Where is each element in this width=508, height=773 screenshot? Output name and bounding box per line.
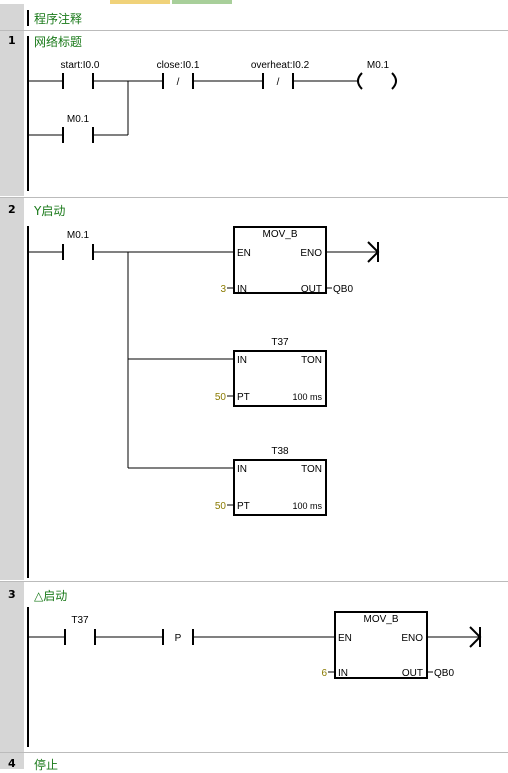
network-title[interactable]: △启动 bbox=[34, 589, 68, 603]
separator bbox=[0, 197, 508, 198]
contact-label: T37 bbox=[71, 615, 89, 626]
pt-pin: PT bbox=[237, 392, 250, 403]
out-value[interactable]: QB0 bbox=[333, 284, 353, 295]
network-2-ladder: M0.1 MOV_B EN ENO 3 IN OUT QB0 T37 IN TO… bbox=[27, 226, 380, 578]
gutter-network-3 bbox=[0, 582, 24, 752]
contact-symbol: / bbox=[177, 77, 180, 88]
contact-label: M0.1 bbox=[67, 114, 90, 125]
separator bbox=[0, 752, 508, 753]
edge-symbol: P bbox=[175, 633, 182, 644]
tab-2[interactable] bbox=[172, 0, 232, 4]
gutter-network-4 bbox=[0, 753, 24, 769]
timer-t37-box[interactable] bbox=[233, 350, 327, 407]
network-number: 1 bbox=[8, 34, 16, 47]
separator bbox=[0, 581, 508, 582]
contact-label: start:I0.0 bbox=[61, 60, 100, 71]
pt-pin: PT bbox=[237, 501, 250, 512]
comment-bar bbox=[27, 10, 29, 26]
gutter-comment bbox=[0, 4, 24, 30]
mov-b-box[interactable] bbox=[334, 611, 428, 679]
timer-resolution: 100 ms bbox=[292, 392, 322, 402]
separator bbox=[0, 30, 508, 31]
in-pin: IN bbox=[237, 464, 247, 475]
contact-label: overheat:I0.2 bbox=[251, 60, 310, 71]
network-title[interactable]: 停止 bbox=[34, 758, 59, 772]
timer-type: TON bbox=[301, 355, 322, 366]
timer-type: TON bbox=[301, 464, 322, 475]
network-3-ladder: T37 P MOV_B EN ENO 6 IN OUT QB0 bbox=[27, 607, 482, 747]
timer-name: T38 bbox=[271, 446, 289, 457]
pt-value[interactable]: 50 bbox=[215, 501, 227, 512]
network-number: 3 bbox=[8, 588, 16, 601]
coil-m0-1[interactable] bbox=[357, 72, 363, 90]
en-pin: EN bbox=[237, 248, 251, 259]
gutter-network-2 bbox=[0, 198, 24, 580]
out-pin: OUT bbox=[402, 668, 423, 679]
timer-resolution: 100 ms bbox=[292, 501, 322, 511]
in-value[interactable]: 3 bbox=[220, 284, 226, 295]
in-pin: IN bbox=[237, 355, 247, 366]
in-pin: IN bbox=[237, 284, 247, 295]
network-number: 2 bbox=[8, 203, 16, 216]
out-pin: OUT bbox=[301, 284, 322, 295]
contact-label: close:I0.1 bbox=[157, 60, 200, 71]
timer-name: T37 bbox=[271, 337, 289, 348]
network-1-ladder: start:I0.0 M0.1 / close:I0.1 / overheat:… bbox=[27, 36, 397, 191]
tab-strip bbox=[0, 0, 508, 4]
mov-b-box[interactable] bbox=[233, 226, 327, 294]
in-value[interactable]: 6 bbox=[321, 668, 327, 679]
eno-pin: ENO bbox=[300, 248, 322, 259]
program-comment: 程序注释 bbox=[34, 12, 83, 26]
gutter-network-1 bbox=[0, 31, 24, 196]
network-title[interactable]: 网络标题 bbox=[34, 35, 83, 49]
tab-1[interactable] bbox=[110, 0, 170, 4]
pt-value[interactable]: 50 bbox=[215, 392, 227, 403]
coil-m0-1[interactable] bbox=[391, 72, 397, 90]
box-title: MOV_B bbox=[363, 614, 398, 625]
network-title[interactable]: Y启动 bbox=[34, 204, 66, 218]
network-number: 4 bbox=[8, 757, 16, 770]
out-value[interactable]: QB0 bbox=[434, 668, 454, 679]
en-pin: EN bbox=[338, 633, 352, 644]
eno-pin: ENO bbox=[401, 633, 423, 644]
box-title: MOV_B bbox=[262, 229, 297, 240]
contact-symbol: / bbox=[277, 77, 280, 88]
in-pin: IN bbox=[338, 668, 348, 679]
coil-label: M0.1 bbox=[367, 60, 390, 71]
timer-t38-box[interactable] bbox=[233, 459, 327, 516]
contact-label: M0.1 bbox=[67, 230, 90, 241]
